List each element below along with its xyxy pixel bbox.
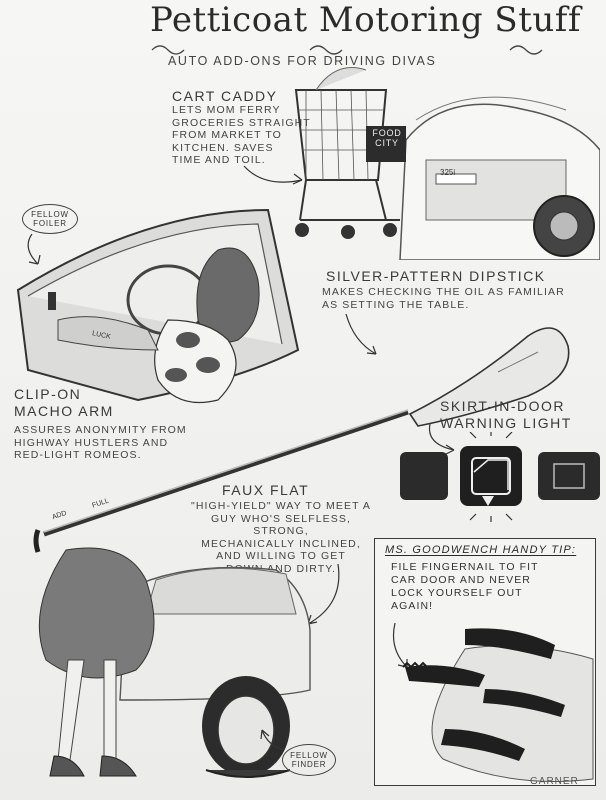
macho-arm-heading: CLIP-ON MACHO ARM xyxy=(14,386,114,419)
faux-flat-body: "HIGH-YIELD" WAY TO MEET A GUY WHO'S SEL… xyxy=(191,500,371,575)
warning-light-panel xyxy=(400,432,600,522)
faux-flat-heading: FAUX FLAT xyxy=(222,482,310,498)
handy-tip-box: MS. GOODWENCH HANDY TIP: FILE FINGERNAIL… xyxy=(374,538,596,786)
title-flourish xyxy=(151,45,543,55)
car-window-drawing xyxy=(16,208,300,404)
dipstick-body: MAKES CHECKING THE OIL AS FAMILIAR AS SE… xyxy=(322,286,565,311)
handy-tip-body: FILE FINGERNAIL TO FIT CAR DOOR AND NEVE… xyxy=(391,561,539,612)
cart-sign: FOOD CITY xyxy=(372,128,402,148)
car-badge: 325i xyxy=(440,168,456,177)
fellow-foiler-arrow xyxy=(27,233,41,265)
dipstick-heading: SILVER-PATTERN DIPSTICK xyxy=(326,268,546,284)
page-title: Petticoat Motoring Stuff xyxy=(150,0,581,40)
cart-caddy-arrow xyxy=(243,165,303,185)
handy-tip-heading: MS. GOODWENCH HANDY TIP: xyxy=(385,544,577,556)
page-subtitle: AUTO ADD-ONS FOR DRIVING DIVAS xyxy=(168,54,437,68)
artist-signature: GARNER xyxy=(530,776,579,787)
flat-tire-drawing xyxy=(38,547,311,778)
cart-car-drawing xyxy=(294,67,600,260)
cart-caddy-body: LETS MOM FERRY GROCERIES STRAIGHT FROM M… xyxy=(172,104,311,166)
dipstick-drawing xyxy=(33,327,570,553)
fellow-finder-badge: FELLOW FINDER xyxy=(282,744,336,776)
macho-arm-body: ASSURES ANONYMITY FROM HIGHWAY HUSTLERS … xyxy=(14,424,187,461)
cart-caddy-heading: CART CADDY xyxy=(172,88,278,104)
dipstick-arrow xyxy=(345,313,377,355)
warning-light-heading: SKIRT-IN-DOOR WARNING LIGHT xyxy=(440,398,572,431)
fingernail-drawing xyxy=(392,622,594,782)
fellow-finder-arrow xyxy=(260,729,285,751)
fellow-foiler-badge: FELLOW FOILER xyxy=(22,204,78,234)
warning-light-arrow xyxy=(428,423,455,454)
